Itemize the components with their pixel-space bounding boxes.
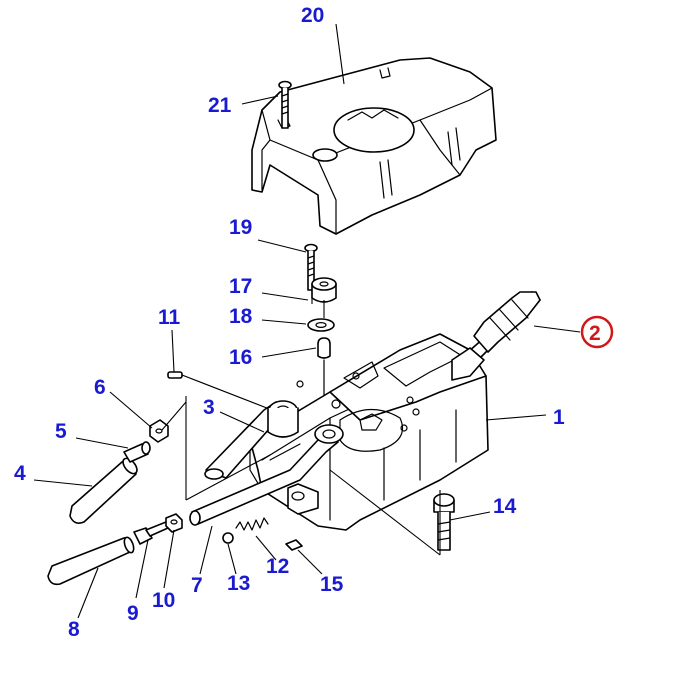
- lever-part-3: [204, 400, 299, 480]
- washer-part-18: [307, 318, 335, 332]
- callout-21: 21: [208, 94, 232, 117]
- knob-part-8: [47, 536, 135, 586]
- cover-part-20: [251, 57, 497, 235]
- callout-7: 7: [191, 574, 203, 597]
- callout-10: 10: [152, 589, 175, 612]
- callout-2: 2: [589, 322, 601, 345]
- callout-4: 4: [14, 462, 26, 485]
- callout-labels: 20 21 19 17 18 16 11 6 5 4 3 1 2 14 7 8 …: [14, 4, 614, 641]
- screw-part-21: [278, 80, 292, 129]
- callout-5: 5: [55, 420, 67, 443]
- callout-1: 1: [553, 406, 565, 429]
- callout-16: 16: [229, 346, 252, 369]
- ball-part-13: [222, 532, 234, 544]
- plate-part-15: [285, 539, 303, 551]
- callout-18: 18: [229, 305, 253, 328]
- callout-6: 6: [94, 376, 106, 399]
- callout-19: 19: [229, 216, 252, 239]
- callout-20: 20: [301, 4, 324, 27]
- bushing-part-17: [311, 277, 337, 303]
- lever-part-2: [451, 291, 541, 381]
- callout-12: 12: [266, 555, 289, 578]
- nut-part-6: [149, 419, 169, 443]
- callout-13: 13: [227, 572, 250, 595]
- highlight-ring: [580, 315, 614, 349]
- bolt-part-14: [433, 493, 455, 551]
- knob-part-4: [69, 457, 138, 524]
- bolt-part-9: [133, 521, 169, 545]
- callout-9: 9: [127, 602, 139, 625]
- callout-14: 14: [493, 495, 517, 518]
- guide-lines: [161, 290, 441, 556]
- callout-3: 3: [203, 396, 215, 419]
- callout-leaders: [33, 23, 581, 619]
- callout-15: 15: [320, 573, 344, 596]
- nut-part-10: [165, 513, 183, 533]
- callout-11: 11: [158, 306, 181, 329]
- screw-part-5: [123, 441, 151, 463]
- screw-part-19: [304, 243, 318, 291]
- callout-2-highlight: 2: [580, 315, 614, 349]
- callout-17: 17: [229, 275, 252, 298]
- lever-part-7: [189, 424, 344, 526]
- pin-part-11: [167, 371, 273, 411]
- spring-part-12: [235, 517, 269, 531]
- callout-8: 8: [68, 618, 80, 641]
